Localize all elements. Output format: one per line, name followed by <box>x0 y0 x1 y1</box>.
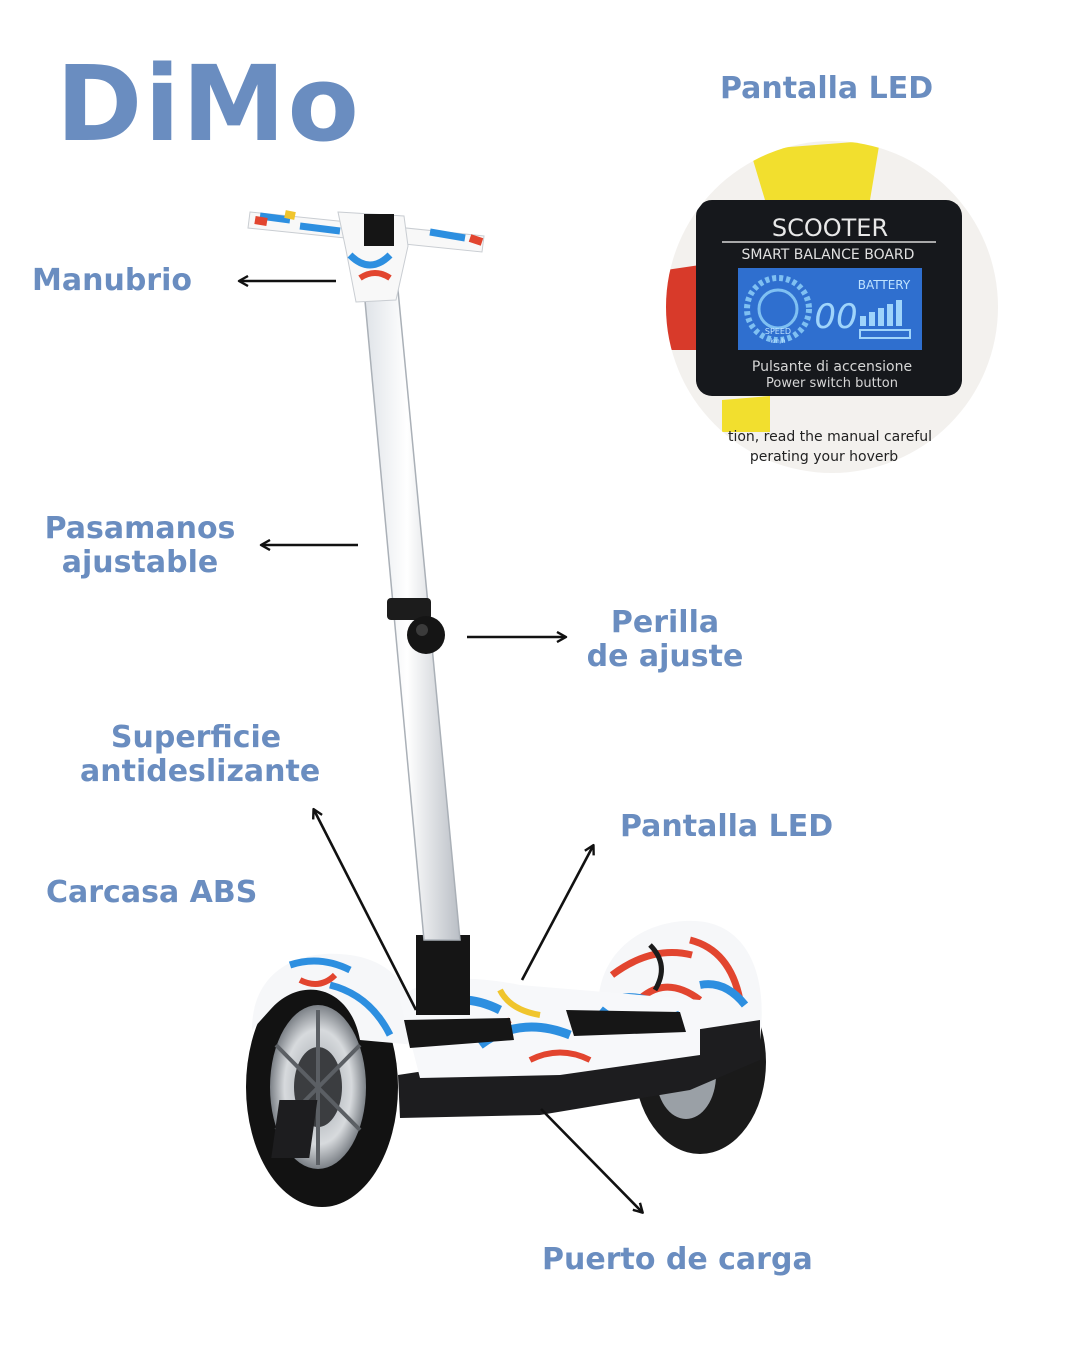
led-manual-line1: tion, read the manual careful <box>728 429 932 445</box>
label-perilla-line2: de ajuste <box>586 639 744 674</box>
foot-pad-left <box>404 1018 514 1048</box>
led-digits: 00 <box>814 297 857 337</box>
led-power-en: Power switch button <box>766 376 898 391</box>
led-manual-line2: perating your hoverb <box>750 449 898 465</box>
led-power-it: Pulsante di accensione <box>752 359 912 375</box>
label-perilla-line1: Perilla <box>610 605 720 640</box>
arrow-puerto-carga <box>540 1108 642 1212</box>
label-pasamanos: Pasamanos ajustable <box>40 512 240 580</box>
label-superficie-line2: antideslizante <box>80 754 321 789</box>
adjust-knob <box>407 616 445 654</box>
label-pantalla-led-top: Pantalla LED <box>720 71 934 106</box>
foot-pad-right <box>566 1010 686 1036</box>
label-pasamanos-line1: Pasamanos <box>44 511 236 546</box>
label-superficie-line1: Superficie <box>110 720 282 755</box>
led-brand: SCOOTER <box>772 214 888 242</box>
label-perilla: Perilla de ajuste <box>582 606 748 674</box>
label-pantalla-led-bottom: Pantalla LED <box>620 809 834 844</box>
label-pasamanos-line2: ajustable <box>61 545 219 580</box>
battery-bars-icon <box>859 300 911 339</box>
led-speed: SPEED <box>765 327 791 336</box>
led-subtitle: SMART BALANCE BOARD <box>742 247 915 263</box>
brand-logo: DiMo <box>56 43 361 165</box>
label-manubrio: Manubrio <box>32 263 192 298</box>
label-puerto-de-carga: Puerto de carga <box>542 1242 813 1277</box>
led-battery: BATTERY <box>858 278 911 292</box>
label-carcasa-abs: Carcasa ABS <box>46 875 258 910</box>
label-superficie: Superficie antideslizante <box>80 720 321 789</box>
arrow-superficie <box>314 810 418 1011</box>
hoverboard <box>246 210 766 1207</box>
led-detail-circle <box>666 141 998 473</box>
left-fender <box>252 953 417 1045</box>
arrow-pantalla-led <box>520 846 593 981</box>
column-base <box>416 935 470 1015</box>
led-speed-unit: km/h <box>770 338 785 345</box>
handlebar <box>247 210 485 303</box>
pole-clamp <box>387 598 431 620</box>
led-detail-text: SCOOTER SMART BALANCE BOARD BATTERY SPEE… <box>728 214 932 465</box>
callout-arrows <box>240 281 642 1212</box>
